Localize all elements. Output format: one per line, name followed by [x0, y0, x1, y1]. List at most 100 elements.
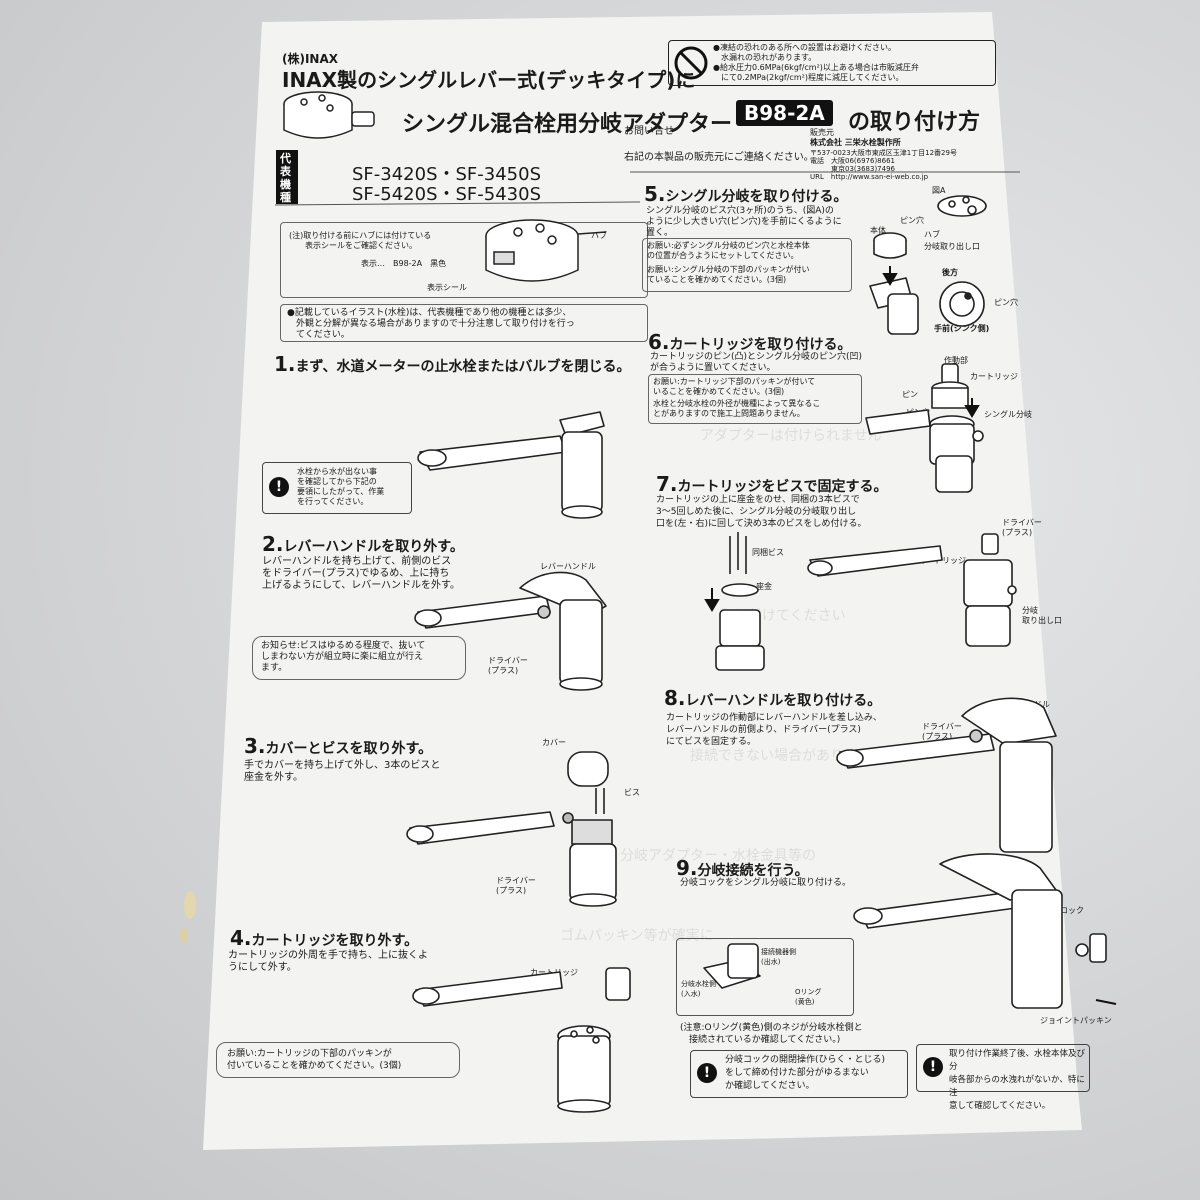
- step5-label-body: 本体: [870, 226, 886, 236]
- step8-heading: 8.レバーハンドルを取り付ける。: [664, 686, 881, 710]
- step5-label-front: 手前(シンク側): [934, 324, 989, 334]
- step9-label-joint: ジョイントパッキン: [1040, 1016, 1112, 1026]
- step6-label-pin: ピン: [902, 390, 918, 400]
- step7-title: カートリッジをビスで固定する。: [678, 479, 888, 495]
- step6-number: 6.: [648, 330, 670, 354]
- step9-label-cock: 分岐コック: [1044, 906, 1084, 916]
- step5-label-back: 後方: [942, 268, 958, 278]
- title-line2: シングル混合栓用分岐アダプター: [402, 106, 732, 138]
- models-label: 代表機種: [280, 152, 294, 204]
- step9-label-oring: Oリング (黄色): [795, 987, 822, 1007]
- contact-url: URL http://www.san-ei-web.co.jp: [810, 172, 928, 182]
- prohibited-icon: [673, 45, 709, 81]
- step7-label-washer: 座金: [756, 582, 772, 592]
- label-seal: 表示シール: [427, 283, 467, 293]
- step9-warning2: 取り付け作業終了後、水栓本体及び分 岐各部からの水洩れがないか、特に注 意して確…: [949, 1048, 1089, 1113]
- step6-label-act: 作動部: [944, 356, 968, 366]
- step9-title: 分岐接続を行う。: [698, 863, 809, 879]
- step3-desc: 手でカバーを持ち上げて外し、3本のビスと 座金を外す。: [244, 760, 440, 784]
- step6-note1: お願い:カートリッジ下部のパッキンが付いて いることを確かめてください。(3個): [653, 377, 815, 397]
- step7-number: 7.: [656, 472, 678, 496]
- step4-label-cartridge: カートリッジ: [530, 968, 578, 978]
- step5-heading: 5.シングル分岐を取り付ける。: [644, 182, 848, 206]
- step6-label-cart: カートリッジ: [970, 372, 1018, 382]
- step4-number: 4.: [230, 926, 252, 950]
- step6-note-box: お願い:カートリッジ下部のパッキンが付いて いることを確かめてください。(3個)…: [648, 374, 862, 424]
- step1-heading: 1.まず、水道メーターの止水栓またはバルブを閉じる。: [274, 352, 631, 376]
- title-line1: INAX製のシングルレバー式(デッキタイプ)に: [282, 64, 695, 93]
- warning-icon: !: [923, 1057, 943, 1077]
- models-row2: SF-5420S・SF-5430S: [352, 180, 541, 206]
- step5-label-pin: ピン穴: [900, 216, 924, 226]
- step2-label-driver: ドライバー (プラス): [488, 656, 528, 676]
- step4-desc: カートリッジの外周を手で持ち、上に抜くよ うにして外す。: [228, 950, 428, 974]
- step5-label-hub: ハブ: [924, 230, 940, 240]
- step8-desc: カートリッジの作動部にレバーハンドルを差し込み、 レバーハンドルの前側より、ドラ…: [666, 712, 882, 748]
- warning-icon: !: [269, 477, 289, 497]
- step9-detail-box: 接続機器側 (出水) 分岐水栓側 (入水) Oリング (黄色): [676, 938, 854, 1016]
- step7-label-driver: ドライバー (プラス): [1002, 518, 1042, 538]
- step9-desc: 分岐コックをシングル分岐に取り付ける。: [680, 878, 851, 888]
- step1-warning-box: ! 水栓から水が出ない事 を確認してから下記の 要領にしたがって、作業 を行って…: [262, 462, 412, 514]
- step5-desc: シングル分岐のピス穴(3ヶ所)のうち、(図A)の ように少し大きい穴(ピン穴)を…: [646, 206, 842, 239]
- step6-title: カートリッジを取り付ける。: [670, 337, 852, 353]
- step2-number: 2.: [262, 532, 284, 556]
- step6-desc: カートリッジのピン(凸)とシングル分岐のピン穴(凹) が合うように置いてください…: [650, 352, 862, 374]
- step3-label-cover: カバー: [542, 738, 566, 748]
- step6-note2: 水栓と分岐水栓の外径が機種によって異なるこ とがありますので施工上問題ありません…: [653, 399, 820, 419]
- contact-seller-label: 販売元: [810, 128, 834, 138]
- step5-note2: お願い:シングル分岐の下部のパッキンが付い ていることを確かめてください。(3個…: [647, 265, 809, 285]
- caution-top-text: ●凍結の恐れのある所への設置はお避けください。 水漏れの恐れがあります。 ●給水…: [713, 43, 919, 83]
- step9-heading: 9.分岐接続を行う。: [676, 856, 809, 880]
- step8-number: 8.: [664, 686, 686, 710]
- step9-number: 9.: [676, 856, 698, 880]
- contact-note: 右記の本製品の販売元にご連絡ください。: [624, 152, 814, 164]
- contact-inquiry: お問い合せ: [624, 126, 674, 138]
- step6-heading: 6.カートリッジを取り付ける。: [648, 330, 852, 354]
- step4-title: カートリッジを取り外す。: [252, 933, 419, 949]
- step9-warning1-box: ! 分岐コックの開閉操作(ひらく・とじる) をして締め付けた部分がゆるまない か…: [690, 1050, 908, 1098]
- step2-label-lever: レバーハンドル: [540, 562, 596, 572]
- step2-heading: 2.レバーハンドルを取り外す。: [262, 532, 464, 556]
- step2-note: お知らせ:ビスはゆるめる程度で、抜いて しまわない方が組立時に楽に組立が行え ま…: [261, 641, 425, 674]
- step7-heading: 7.カートリッジをビスで固定する。: [656, 472, 888, 496]
- step8-label-driver: ドライバー (プラス): [922, 722, 962, 742]
- title-line3: の取り付け方: [848, 104, 980, 136]
- step7-label-outlet: 分岐 取り出し口: [1022, 606, 1062, 626]
- step6-label-single: シングル分岐: [984, 410, 1032, 420]
- contact-company: 株式会社 三栄水栓製作所: [810, 138, 901, 148]
- svg-text:アダプターは付けられません: アダプターは付けられません: [700, 428, 882, 444]
- label-display: 表示… B98-2A 黒色: [361, 259, 446, 269]
- step1-number: 1.: [274, 352, 296, 376]
- caution-top-box: ●凍結の恐れのある所への設置はお避けください。 水漏れの恐れがあります。 ●給水…: [668, 40, 996, 86]
- step9-warning1: 分岐コックの開閉操作(ひらく・とじる) をして締め付けた部分がゆるまない か確認…: [725, 1054, 885, 1093]
- step4-note-box: お願い:カートリッジの下部のパッキンが 付いていることを確かめてください。(3個…: [216, 1042, 460, 1078]
- warning-icon: !: [697, 1063, 717, 1083]
- step9-label-conn: 接続機器側 (出水): [761, 947, 796, 967]
- step9-label-inlet: 分岐水栓側 (入水): [681, 979, 716, 999]
- step9-note: (注意:Oリング(黄色)側のネジが分岐水栓側と 接続されているか確認してください…: [680, 1022, 863, 1046]
- step8-label-lever: レバーハンドル: [994, 700, 1050, 710]
- step5-title: シングル分岐を取り付ける。: [666, 189, 848, 205]
- model-badge: B98-2A: [736, 100, 833, 126]
- label-note: (注)取り付ける前にハブには付けている 表示シールをご確認ください。: [289, 231, 431, 251]
- step2-title: レバーハンドルを取り外す。: [284, 539, 464, 555]
- step8-title: レバーハンドルを取り付ける。: [686, 693, 882, 709]
- step3-label-driver: ドライバー (プラス): [496, 876, 536, 896]
- step7-label-screw: 同梱ビス: [752, 548, 784, 558]
- step5-number: 5.: [644, 182, 666, 206]
- step6-label-pinhole: ピン穴: [906, 408, 930, 418]
- step3-label-screw: ビス: [624, 788, 640, 798]
- step7-label-cart: カートリッジ: [918, 556, 966, 566]
- step1-warning: 水栓から水が出ない事 を確認してから下記の 要領にしたがって、作業 を行ってくだ…: [297, 467, 384, 507]
- step5-note1: お願い:必ずシングル分岐のピン穴と水栓本体 の位置が合うようにセットしてください…: [647, 241, 810, 261]
- label-info-box: (注)取り付ける前にハブには付けている 表示シールをご確認ください。 表示… B…: [280, 222, 648, 298]
- step5-note-box: お願い:必ずシングル分岐のピン穴と水栓本体 の位置が合うようにセットしてください…: [642, 238, 852, 292]
- step3-number: 3.: [244, 734, 266, 758]
- label-hub: ハブ: [591, 231, 607, 241]
- svg-text:接続できない場合があります: 接続できない場合があります: [690, 747, 872, 764]
- step2-desc: レバーハンドルを持ち上げて、前側のビス をドライバー(プラス)でゆるめ、上に持ち…: [262, 556, 460, 592]
- step5-label-outlet: 分岐取り出し口: [924, 242, 980, 252]
- step1-title: まず、水道メーターの止水栓またはバルブを閉じる。: [296, 359, 631, 375]
